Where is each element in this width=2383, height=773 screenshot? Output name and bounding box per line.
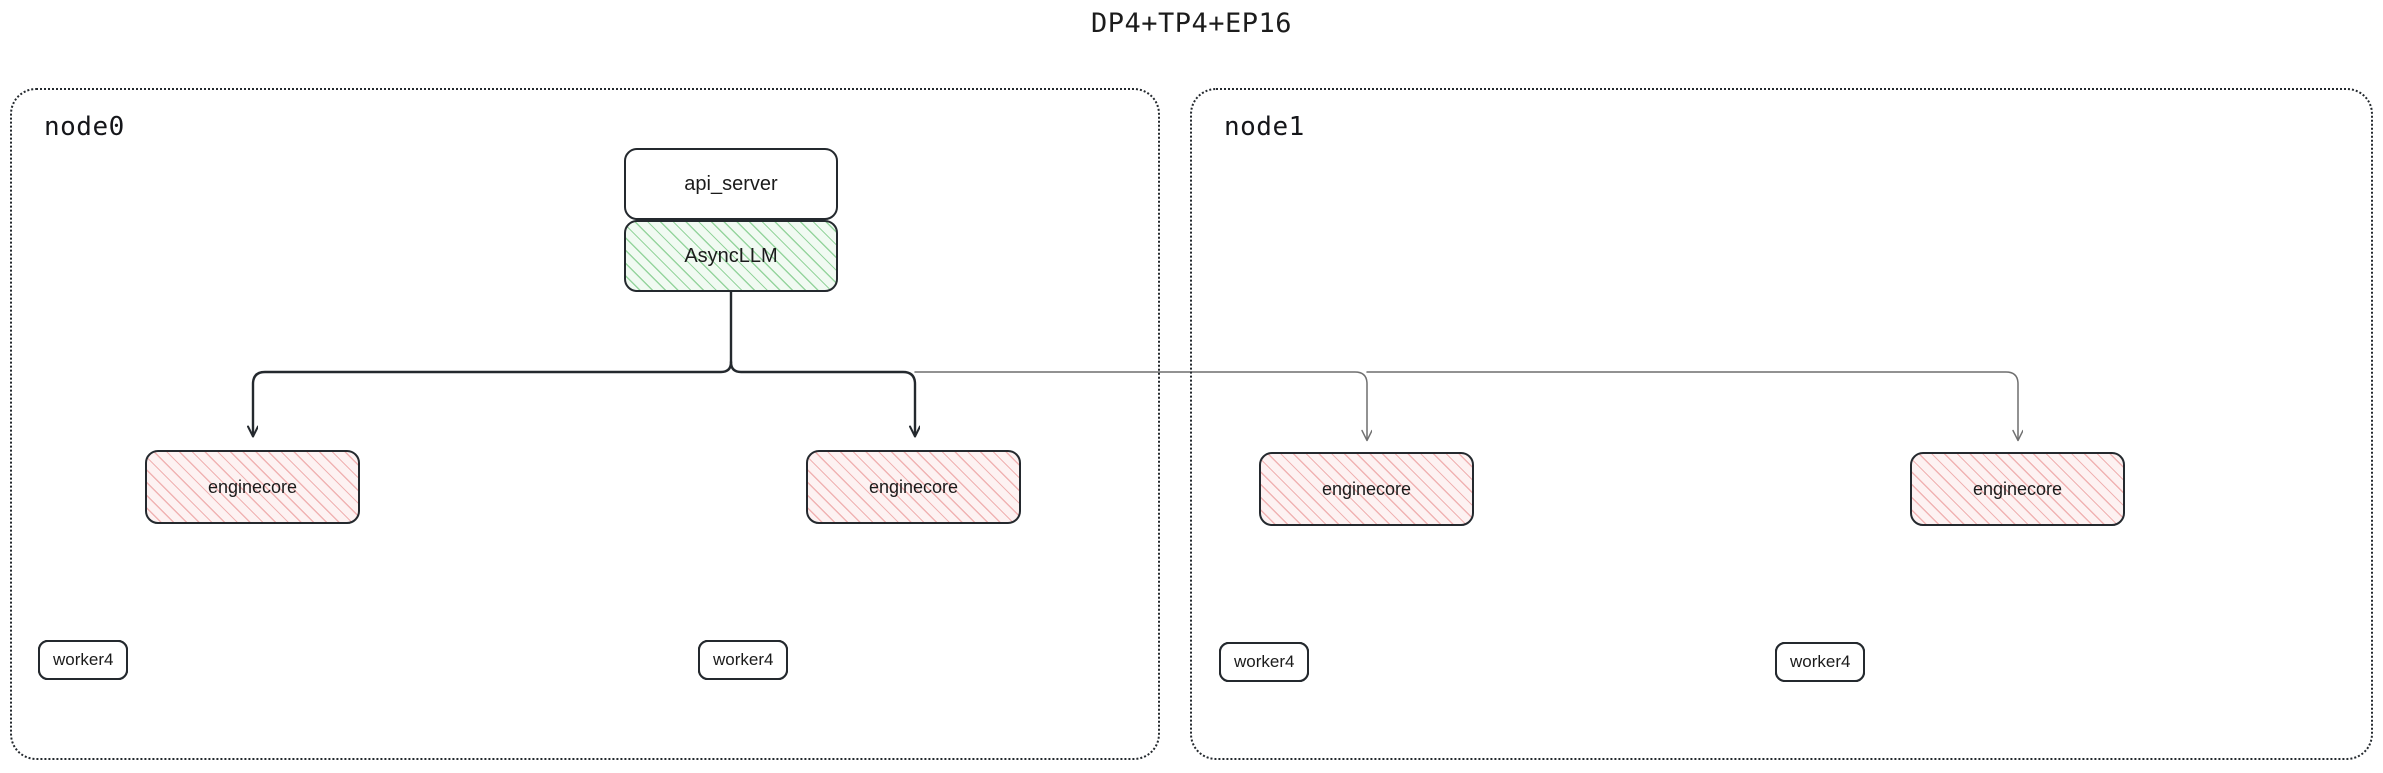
worker-box[interactable]: worker4 [1219, 642, 1310, 682]
node-label-node0: node0 [44, 112, 125, 142]
worker-box[interactable]: worker4 [1775, 642, 1866, 682]
enginecore-box[interactable]: enginecore [1259, 452, 1474, 526]
worker-box[interactable]: worker4 [698, 640, 789, 680]
worker-box[interactable]: worker4 [38, 640, 129, 680]
node-label-node1: node1 [1224, 112, 1305, 142]
asyncllm-box[interactable]: AsyncLLM [624, 220, 838, 292]
enginecore-box[interactable]: enginecore [1910, 452, 2125, 526]
enginecore-box[interactable]: enginecore [806, 450, 1021, 524]
node-group-node0: node0 [10, 88, 1160, 760]
enginecore-box[interactable]: enginecore [145, 450, 360, 524]
api-server-box[interactable]: api_server [624, 148, 838, 220]
page-title: DP4+TP4+EP16 [1090, 8, 1293, 39]
node-group-node1: node1 [1190, 88, 2373, 760]
